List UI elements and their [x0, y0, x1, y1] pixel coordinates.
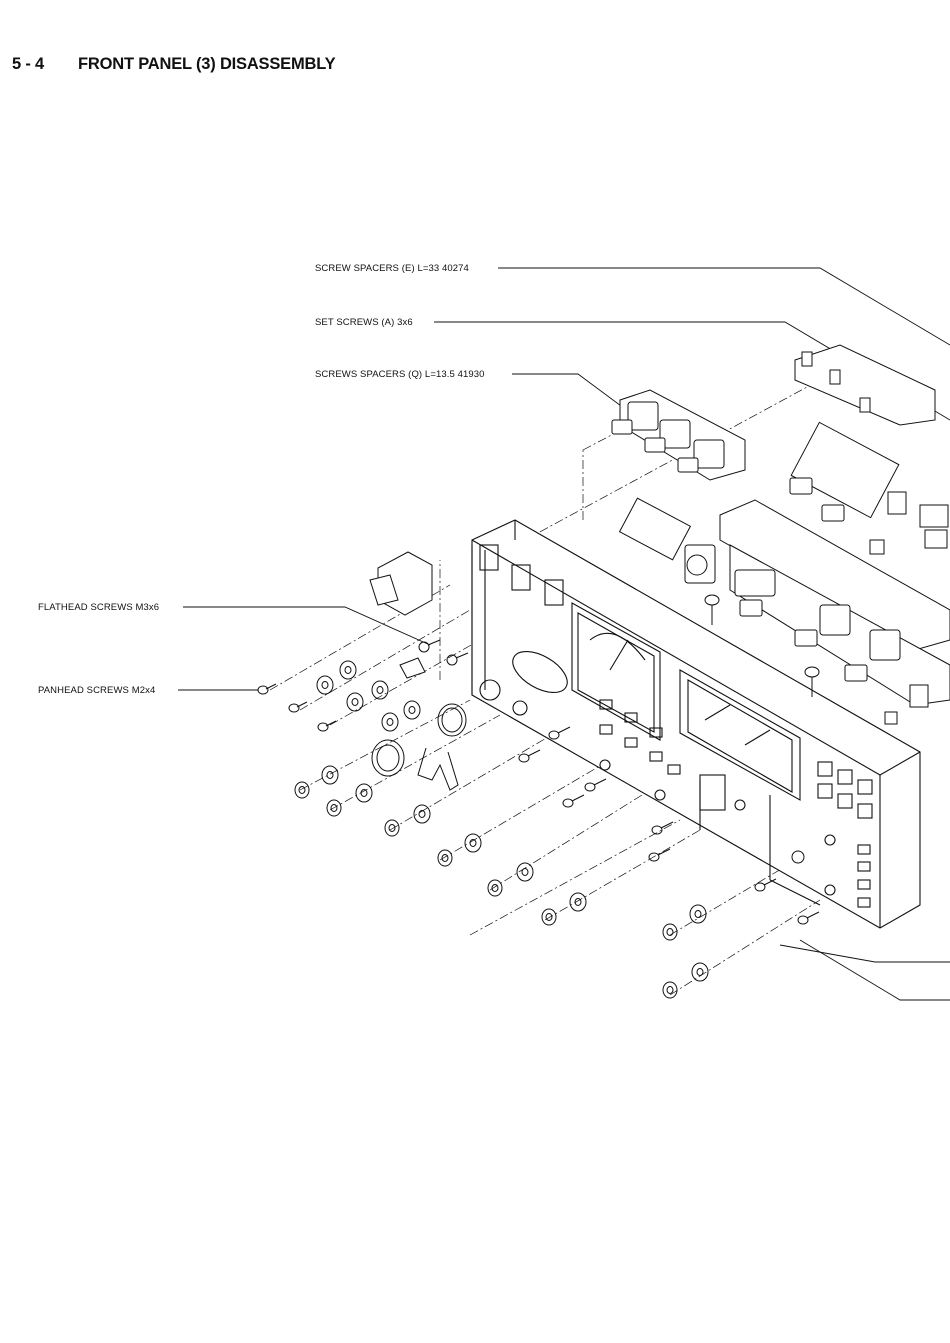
callout-set-screws-a: SET SCREWS (A) 3x6: [315, 317, 413, 328]
callout-panhead-screws: PANHEAD SCREWS M2x4: [38, 685, 155, 696]
toggle-switch-part: [370, 552, 432, 615]
callout-flathead-screws: FLATHEAD SCREWS M3x6: [38, 602, 159, 613]
callout-screw-spacers-e: SCREW SPACERS (E) L=33 40274: [315, 263, 469, 274]
clip-part: [418, 748, 458, 790]
callout-screws-spacers-q: SCREWS SPACERS (Q) L=13.5 41930: [315, 369, 485, 380]
